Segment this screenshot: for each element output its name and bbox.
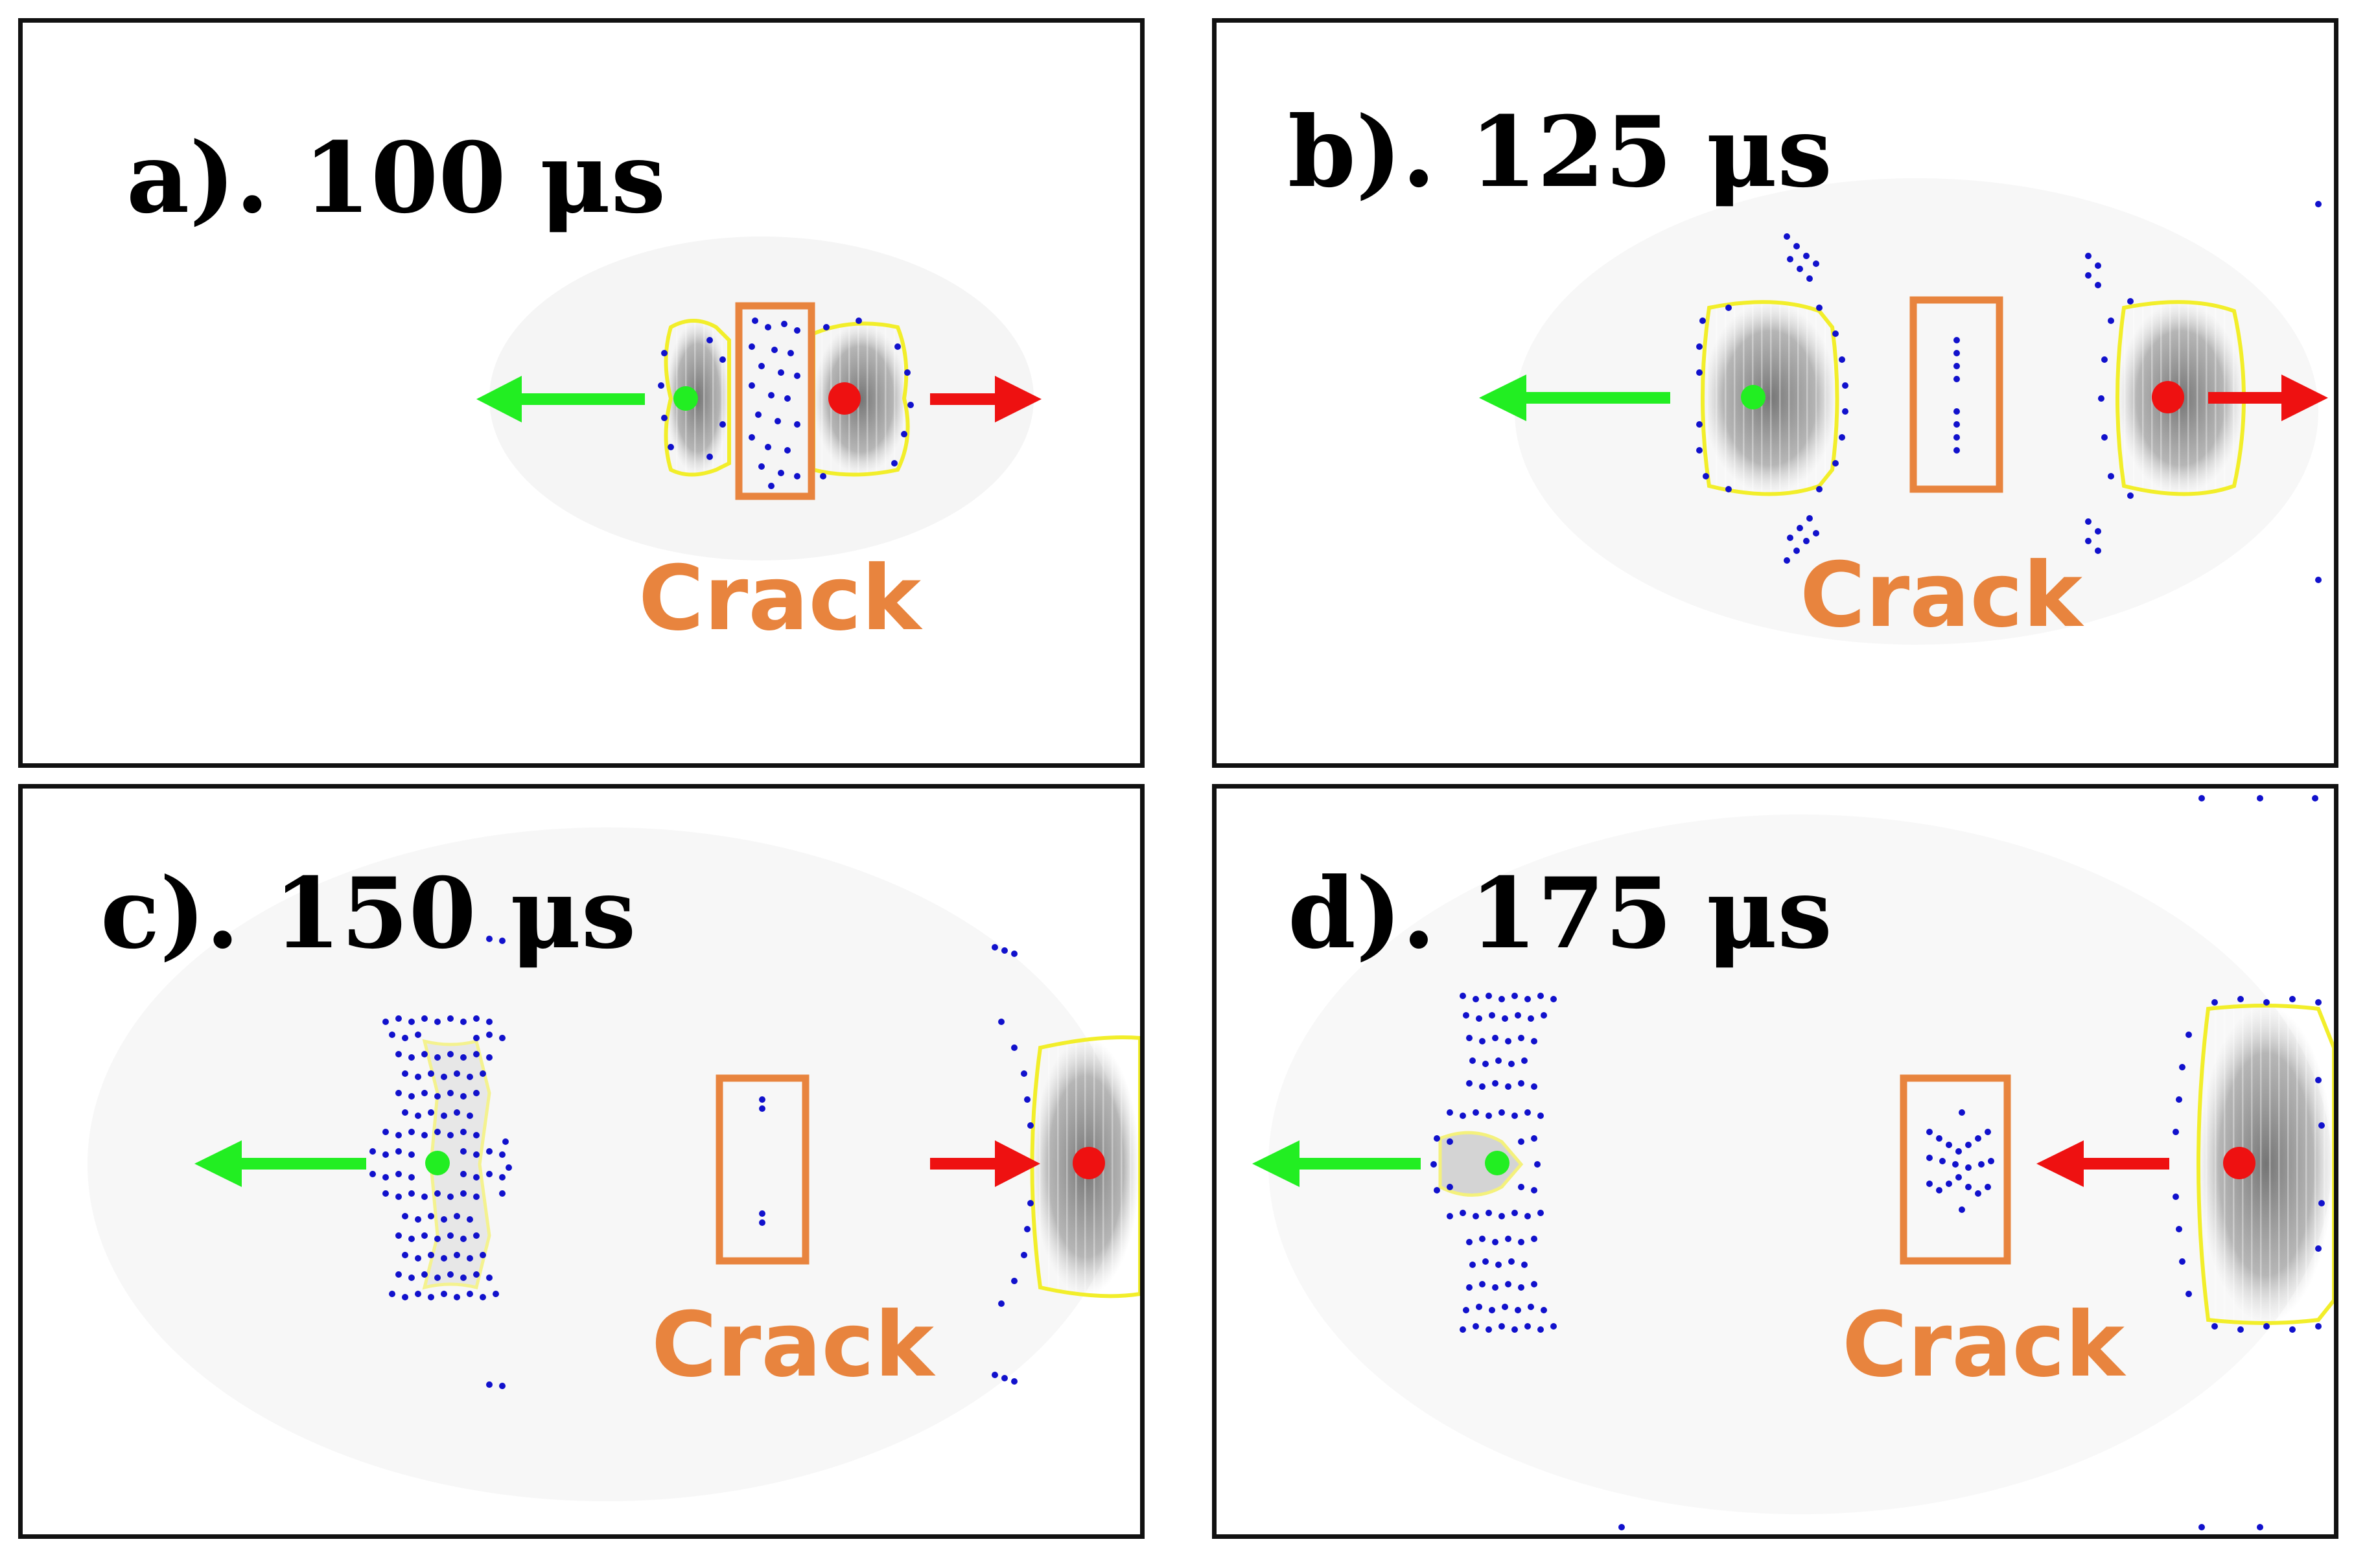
wave-left-contour (422, 1039, 491, 1290)
green-arrow (194, 1140, 366, 1187)
crack-box (1909, 296, 2003, 493)
panel-d-label: d). 175 μs (1288, 857, 1832, 971)
particle-cloud (1696, 201, 2322, 583)
red-receiver-marker (2223, 1147, 2255, 1179)
panel-c: c). 150 μs Crack (18, 784, 1145, 1539)
red-arrow (2208, 375, 2328, 421)
green-arrow (1479, 375, 1670, 421)
panel-a-plot (476, 236, 1042, 560)
red-arrow (930, 376, 1042, 422)
panel-c-plot (87, 827, 1140, 1501)
wave-left-contour (1438, 1131, 1524, 1197)
particle-cloud (1430, 795, 2325, 1530)
crack-box (716, 1074, 810, 1265)
panel-b-crack-label: Crack (1800, 543, 2083, 647)
panel-c-label: c). 150 μs (100, 857, 636, 971)
crack-box (735, 302, 815, 500)
green-source-marker (1485, 1151, 1509, 1175)
panel-d-crack-label: Crack (1842, 1293, 2125, 1397)
panel-b-label: b). 125 μs (1288, 95, 1832, 209)
panel-b: b). 125 μs Crack (1212, 18, 2338, 768)
red-receiver-marker (1073, 1147, 1105, 1179)
panel-c-crack-label: Crack (651, 1293, 935, 1397)
panel-b-plot (1479, 178, 2328, 645)
panel-a-crack-label: Crack (638, 546, 922, 651)
red-receiver-marker (828, 382, 861, 415)
green-source-marker (425, 1151, 450, 1175)
panel-d: d). 175 μs Crack (1212, 784, 2338, 1539)
wave-left-contour (1701, 300, 1839, 496)
wave-right-contour (2197, 1004, 2334, 1325)
green-arrow (1252, 1140, 1421, 1187)
wave-halo (489, 236, 1034, 560)
particle-cloud (369, 936, 1034, 1389)
wave-halo (1268, 814, 2331, 1514)
panel-a: a). 100 μs Crack (18, 18, 1145, 768)
panel-d-plot (1252, 795, 2334, 1530)
green-source-marker (1741, 385, 1766, 409)
green-source-marker (673, 386, 698, 411)
panel-a-label: a). 100 μs (126, 121, 666, 235)
red-arrow (930, 1140, 1040, 1187)
green-arrow (476, 376, 645, 422)
particle-cloud (658, 317, 914, 489)
crack-box (1900, 1074, 2011, 1265)
red-receiver-marker (2152, 381, 2184, 413)
red-arrow (2036, 1140, 2169, 1187)
wave-halo (87, 827, 1125, 1501)
